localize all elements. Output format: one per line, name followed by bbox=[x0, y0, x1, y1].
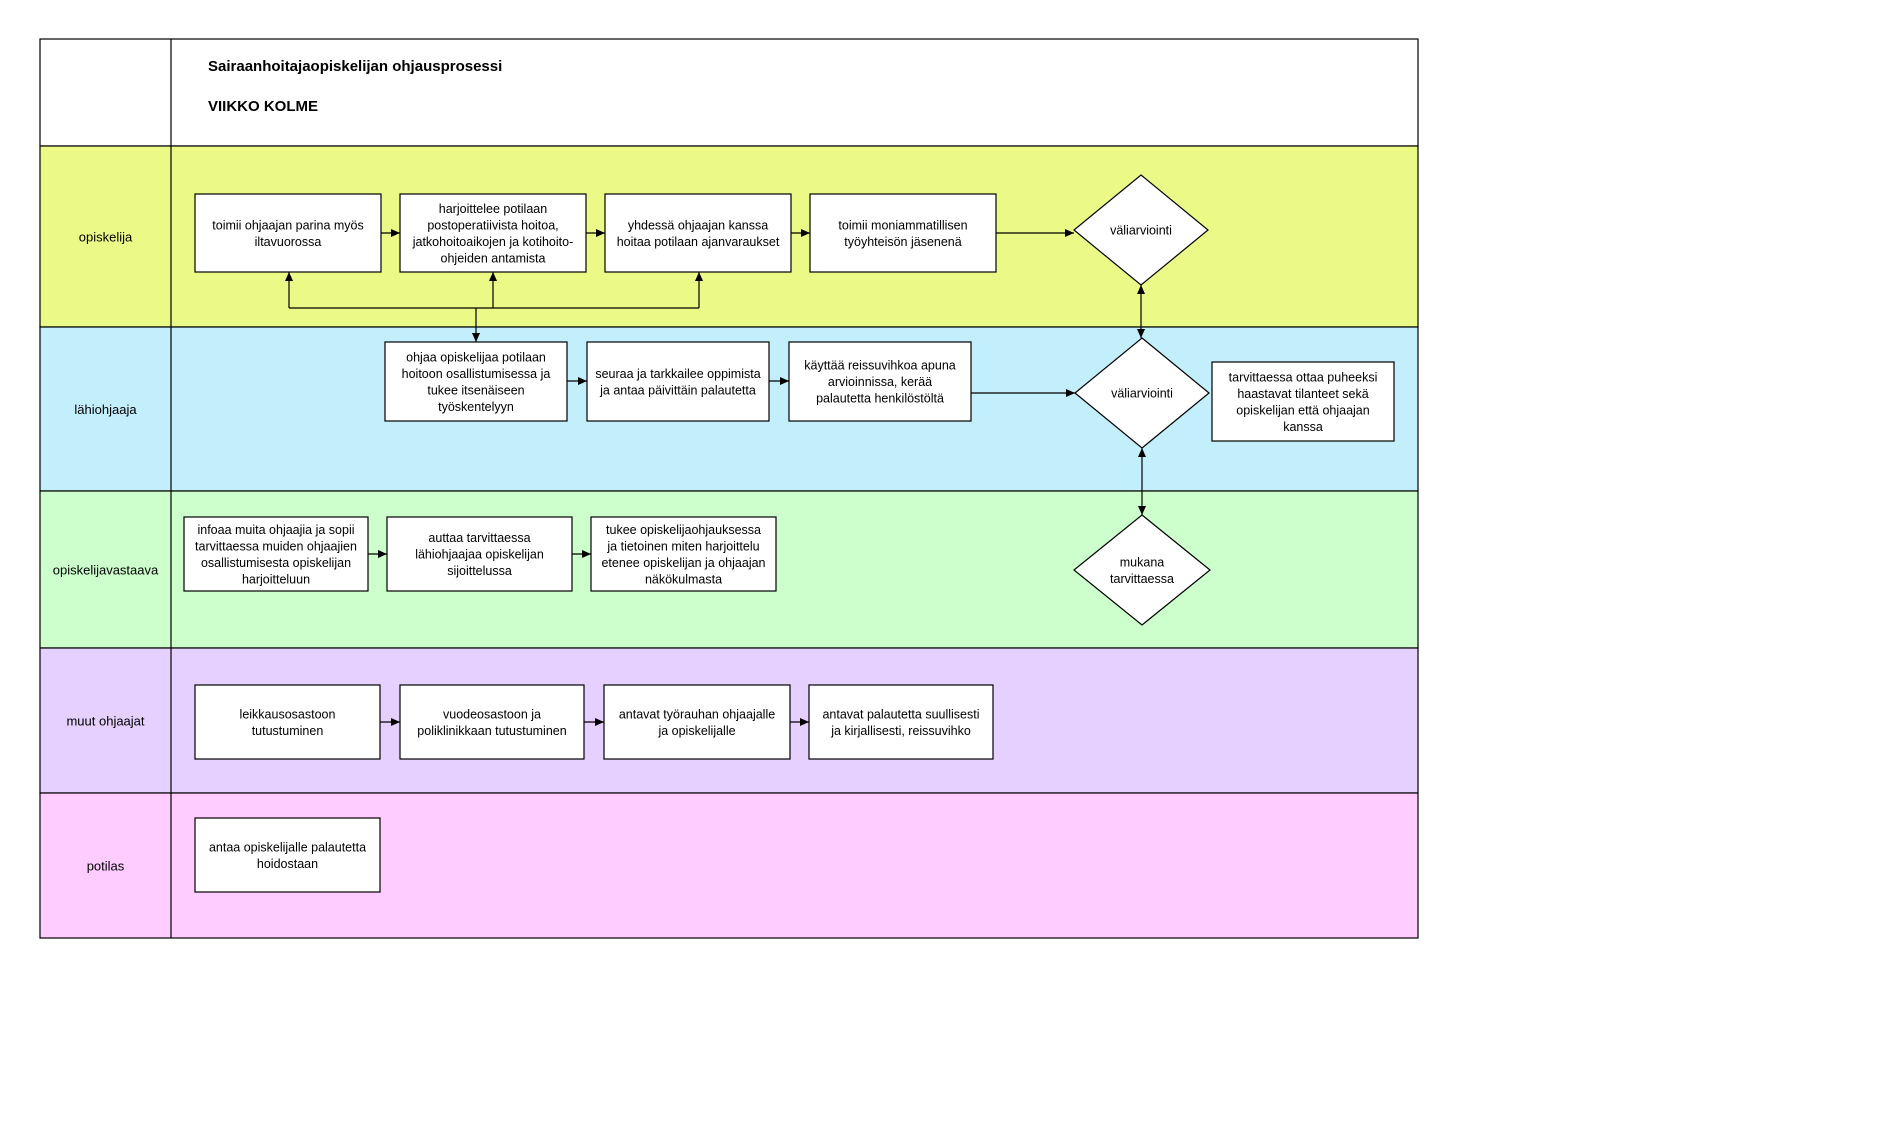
week-label: VIIKKO KOLME bbox=[208, 98, 318, 115]
node-text-line: iltavuorossa bbox=[255, 235, 322, 249]
node-l1: ohjaa opiskelijaa potilaan hoitoon osalli… bbox=[384, 341, 568, 422]
lane-label: opiskelijavastaava bbox=[53, 563, 159, 578]
process-box bbox=[384, 341, 568, 422]
node-text-line: toimii ohjaajan parina myös bbox=[212, 218, 363, 232]
node-text-line: kanssa bbox=[1283, 420, 1323, 434]
node-text-line: työyhteisön jäsenenä bbox=[844, 235, 961, 249]
process-box bbox=[386, 516, 573, 592]
process-box bbox=[808, 684, 994, 760]
node-text-line: yhdessä ohjaajan kanssa bbox=[628, 218, 768, 232]
node-l4: tarvittaessa ottaa puheeksi haastavat til… bbox=[1211, 361, 1395, 442]
node-text-line: ohjeiden antamista bbox=[441, 251, 546, 265]
node-l2: seuraa ja tarkkailee oppimista ja antaa p… bbox=[586, 341, 770, 422]
node-text-line: näkökulmasta bbox=[645, 572, 722, 586]
node-text-line: ja tietoinen miten harjoittelu bbox=[606, 539, 759, 553]
process-box bbox=[194, 684, 381, 760]
node-text-line: tutustuminen bbox=[252, 724, 324, 738]
node-text-line: työskentelyyn bbox=[438, 400, 514, 414]
node-text-line: arvioinnissa, kerää bbox=[828, 375, 932, 389]
node-text-line: etenee opiskelijan ja ohjaajan bbox=[601, 556, 765, 570]
node-text-line: infoaa muita ohjaajia ja sopii bbox=[197, 523, 354, 537]
node-d1: väliarviointi bbox=[1073, 174, 1209, 286]
decision-diamond bbox=[1073, 174, 1209, 286]
process-box bbox=[183, 516, 369, 592]
node-text-line: hoidostaan bbox=[257, 857, 318, 871]
node-text-line: tarvittaessa bbox=[1110, 572, 1174, 586]
node-text-line: mukana bbox=[1120, 555, 1165, 569]
node-v2: auttaa tarvittaessa lähiohjaajaa opiskeli… bbox=[386, 516, 573, 592]
process-box bbox=[788, 341, 972, 422]
node-text-line: tarvittaessa muiden ohjaajien bbox=[195, 539, 357, 553]
node-text-line: haastavat tilanteet sekä bbox=[1237, 387, 1368, 401]
header-background bbox=[39, 38, 1419, 147]
process-box bbox=[590, 516, 777, 592]
node-text-line: leikkausosastoon bbox=[240, 707, 336, 721]
node-text-line: antavat palautetta suullisesti bbox=[822, 707, 979, 721]
node-p1: antaa opiskelijalle palautetta hoidostaan bbox=[194, 817, 381, 893]
node-text-line: vuodeosastoon ja bbox=[443, 707, 541, 721]
node-text-line: tukee itsenäiseen bbox=[427, 383, 524, 397]
lane-label: potilas bbox=[87, 859, 125, 874]
decision-diamond bbox=[1073, 514, 1211, 626]
node-text-line: lähiohjaajaa opiskelijan bbox=[415, 548, 544, 562]
node-text-line: ja kirjallisesti, reissuvihko bbox=[830, 724, 971, 738]
connectors bbox=[285, 229, 1146, 726]
lane-label: opiskelija bbox=[79, 230, 133, 245]
process-box bbox=[809, 193, 997, 273]
process-box bbox=[603, 684, 791, 760]
node-text-line: seuraa ja tarkkailee oppimista bbox=[595, 367, 760, 381]
node-text-line: hoitaa potilaan ajanvaraukset bbox=[617, 235, 780, 249]
node-d2: väliarviointi bbox=[1074, 337, 1210, 449]
node-text-line: postoperatiivista hoitoa, bbox=[427, 218, 558, 232]
node-text-line: osallistumisesta opiskelijan bbox=[201, 556, 351, 570]
node-o2: harjoittelee potilaan postoperatiivista h… bbox=[399, 193, 587, 273]
node-l3: käyttää reissuvihkoa apuna arvioinnissa, … bbox=[788, 341, 972, 422]
node-text-line: väliarviointi bbox=[1110, 224, 1172, 238]
node-text-line: tukee opiskelijaohjauksessa bbox=[606, 523, 761, 537]
node-text-line: harjoitteluun bbox=[242, 572, 310, 586]
process-box bbox=[194, 193, 382, 273]
node-o4: toimii moniammatillisen työyhteisön jäsen… bbox=[809, 193, 997, 273]
node-text-line: tarvittaessa ottaa puheeksi bbox=[1229, 370, 1378, 384]
node-text-line: poliklinikkaan tutustuminen bbox=[417, 724, 566, 738]
node-m2: vuodeosastoon ja poliklinikkaan tutustumi… bbox=[399, 684, 585, 760]
node-text-line: ohjaa opiskelijaa potilaan bbox=[406, 350, 546, 364]
node-o1: toimii ohjaajan parina myös iltavuorossa bbox=[194, 193, 382, 273]
node-text-line: jatkohoitoaikojen ja kotihoito- bbox=[412, 235, 574, 249]
process-box bbox=[194, 817, 381, 893]
node-text-line: harjoittelee potilaan bbox=[439, 202, 547, 216]
header-row: Sairaanhoitajaopiskelijan ohjausprosessi… bbox=[39, 38, 1419, 147]
lane-label: muut ohjaajat bbox=[66, 714, 144, 729]
process-box bbox=[399, 193, 587, 273]
node-text-line: palautetta henkilöstöltä bbox=[816, 392, 944, 406]
node-d3: mukana tarvittaessa bbox=[1073, 514, 1211, 626]
node-m4: antavat palautetta suullisesti ja kirjall… bbox=[808, 684, 994, 760]
node-text-line: ja opiskelijalle bbox=[657, 724, 735, 738]
lane-label: lähiohjaaja bbox=[74, 402, 137, 417]
node-text-line: ja antaa päivittäin palautetta bbox=[599, 383, 756, 397]
node-text-line: toimii moniammatillisen bbox=[838, 218, 967, 232]
node-text-line: hoitoon osallistumisessa ja bbox=[402, 367, 551, 381]
node-v1: infoaa muita ohjaajia ja sopii tarvittaes… bbox=[183, 516, 369, 592]
decision-diamond bbox=[1074, 337, 1210, 449]
process-box bbox=[604, 193, 792, 273]
node-text-line: käyttää reissuvihkoa apuna bbox=[804, 359, 956, 373]
process-box bbox=[399, 684, 585, 760]
node-text-line: antavat työrauhan ohjaajalle bbox=[619, 707, 775, 721]
node-text-line: opiskelijan että ohjaajan bbox=[1236, 403, 1369, 417]
node-text-line: sijoittelussa bbox=[447, 564, 512, 578]
node-m1: leikkausosastoon tutustuminen bbox=[194, 684, 381, 760]
node-o3: yhdessä ohjaajan kanssa hoitaa potilaan a… bbox=[604, 193, 792, 273]
process-box bbox=[586, 341, 770, 422]
node-m3: antavat työrauhan ohjaajalle ja opiskelij… bbox=[603, 684, 791, 760]
diagram-title: Sairaanhoitajaopiskelijan ohjausprosessi bbox=[208, 58, 502, 75]
process-box bbox=[1211, 361, 1395, 442]
node-text-line: antaa opiskelijalle palautetta bbox=[209, 840, 366, 854]
process-nodes: toimii ohjaajan parina myös iltavuorossa h… bbox=[183, 174, 1395, 893]
node-text-line: auttaa tarvittaessa bbox=[428, 531, 530, 545]
node-text-line: väliarviointi bbox=[1111, 387, 1173, 401]
node-v3: tukee opiskelijaohjauksessa ja tietoinen … bbox=[590, 516, 777, 592]
